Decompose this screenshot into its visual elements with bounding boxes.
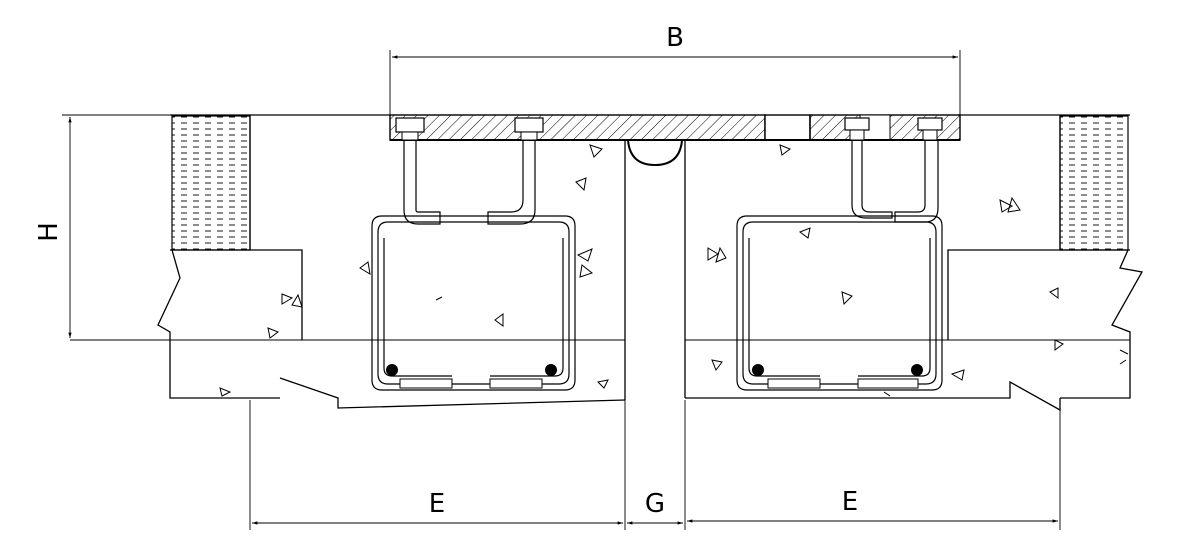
dimension-b: B <box>389 23 961 115</box>
concrete-aggregate-marks <box>219 144 1129 397</box>
right-stirrup-cage <box>736 215 943 391</box>
dimension-label-g: G <box>645 489 665 519</box>
dimension-label-e-right: E <box>842 487 858 517</box>
cover-plate <box>389 114 961 167</box>
right-anchor-bolts <box>844 117 943 223</box>
right-concrete-block <box>684 114 1144 412</box>
dimension-h: H <box>34 114 170 338</box>
dimension-g: G <box>627 400 686 530</box>
dimension-label-h: H <box>34 222 64 242</box>
left-stirrup-cage <box>371 215 576 391</box>
left-concrete-block <box>70 114 626 409</box>
dimension-e-left: E <box>249 400 626 530</box>
dimension-e-right: E <box>687 410 1061 530</box>
dimension-label-e-left: E <box>429 489 445 519</box>
dimension-label-b: B <box>666 23 684 53</box>
